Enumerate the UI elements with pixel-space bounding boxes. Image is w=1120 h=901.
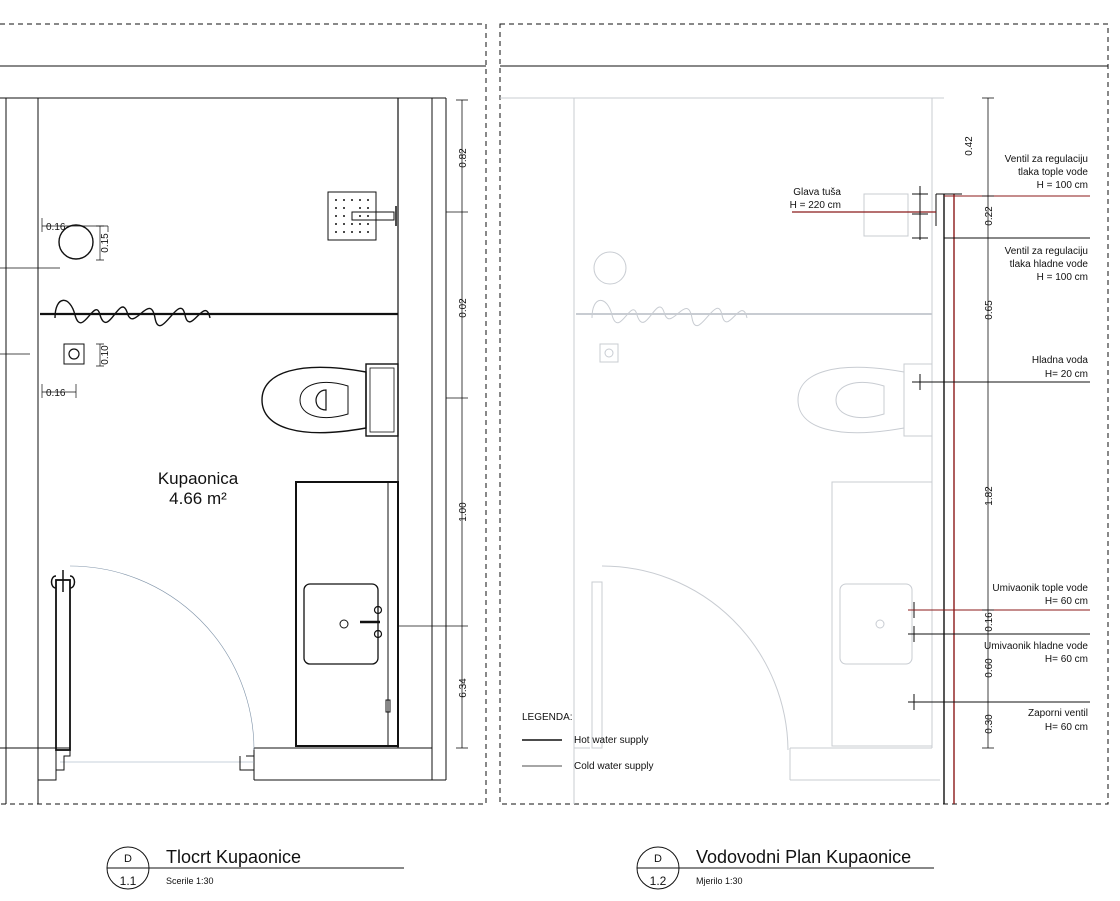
small-drain-icon xyxy=(63,343,85,365)
fixture-label: H= 20 cm xyxy=(1045,369,1088,380)
drawing-scale: Mjerilo 1:30 xyxy=(696,876,743,886)
sink-icon xyxy=(303,583,379,665)
door-leaf xyxy=(55,579,71,751)
fixture-label: H = 100 cm xyxy=(1037,272,1088,283)
toilet-tank xyxy=(365,363,399,437)
shower-label: H = 220 cm xyxy=(790,200,841,211)
fixture-label: Umivaonik hladne vode xyxy=(984,641,1088,652)
shower-head-icon xyxy=(327,191,377,241)
title-block-number: 1.1 xyxy=(120,874,137,888)
dimension-label: 0.10 xyxy=(100,345,111,365)
dimension-label: 1.82 xyxy=(984,486,995,506)
room-area: 4.66 m² xyxy=(169,489,227,508)
fixture-label: Umivaonik tople vode xyxy=(992,583,1088,594)
legend-title: LEGENDA: xyxy=(522,712,573,723)
dimension-label: 0.82 xyxy=(458,148,469,168)
shower-holes xyxy=(335,199,369,233)
title-block-letter: D xyxy=(124,853,132,865)
legend-item: Cold water supply xyxy=(574,761,653,772)
dimension-label: 0.60 xyxy=(984,658,995,678)
view-crop-boundary xyxy=(0,23,487,805)
fixture-label: tlaka hladne vode xyxy=(1010,259,1089,270)
view-crop-boundary xyxy=(499,23,1109,805)
shower-label: Glava tuša xyxy=(793,187,841,198)
room-name: Kupaonica xyxy=(158,469,239,488)
hook-icon xyxy=(50,570,76,592)
plumbing-plan xyxy=(499,23,1109,805)
dimension-label: 0.16 xyxy=(46,222,66,233)
floor-drain-icon xyxy=(58,224,94,260)
door-swing-arc xyxy=(69,565,255,751)
drawing-title: Vodovodni Plan Kupaonice xyxy=(696,847,911,867)
drawing-scale: Scerile 1:30 xyxy=(166,876,214,886)
fixture-label: Hladna voda xyxy=(1032,355,1089,366)
toilet-bowl-icon xyxy=(261,366,367,434)
fixture-label: Zaporni ventil xyxy=(1028,708,1088,719)
fixture-label: H= 60 cm xyxy=(1045,596,1088,607)
dimension-label: 0.65 xyxy=(984,300,995,320)
dimension-label: 1.00 xyxy=(458,502,469,522)
fixture-label: Ventil za regulaciju xyxy=(1005,154,1088,165)
fixture-labels: Ventil za regulaciju tlaka tople vode H … xyxy=(984,154,1088,733)
fixture-label: tlaka tople vode xyxy=(1018,167,1088,178)
fixture-label: H= 60 cm xyxy=(1045,654,1088,665)
title-block-2: D 1.2 Vodovodni Plan Kupaonice Mjerilo 1… xyxy=(636,846,934,890)
fixture-label: H = 100 cm xyxy=(1037,180,1088,191)
title-block-number: 1.2 xyxy=(650,874,667,888)
dimension-label: 0.16 xyxy=(984,612,995,632)
dimension-label: 0.16 xyxy=(46,388,66,399)
dimension-label: 6.34 xyxy=(458,678,469,698)
floor-plan xyxy=(0,23,487,805)
legend-item: Hot water supply xyxy=(574,735,648,746)
fixture-label: Ventil za regulaciju xyxy=(1005,246,1088,257)
vanity-cabinet xyxy=(295,481,399,747)
dimension-label: 0.30 xyxy=(984,714,995,734)
shower-curtain xyxy=(54,299,211,327)
dimension-label: 0.15 xyxy=(100,233,111,253)
fixture-label: H= 60 cm xyxy=(1045,722,1088,733)
dimension-label: 0.02 xyxy=(458,298,469,318)
drawing-title: Tlocrt Kupaonice xyxy=(166,847,301,867)
dimension-label: 0.42 xyxy=(964,136,975,156)
dimension-label: 0.22 xyxy=(984,206,995,226)
title-block-1: D 1.1 Tlocrt Kupaonice Scerile 1:30 xyxy=(106,846,404,890)
title-block-letter: D xyxy=(654,853,662,865)
faded-floor-plan xyxy=(500,97,944,804)
